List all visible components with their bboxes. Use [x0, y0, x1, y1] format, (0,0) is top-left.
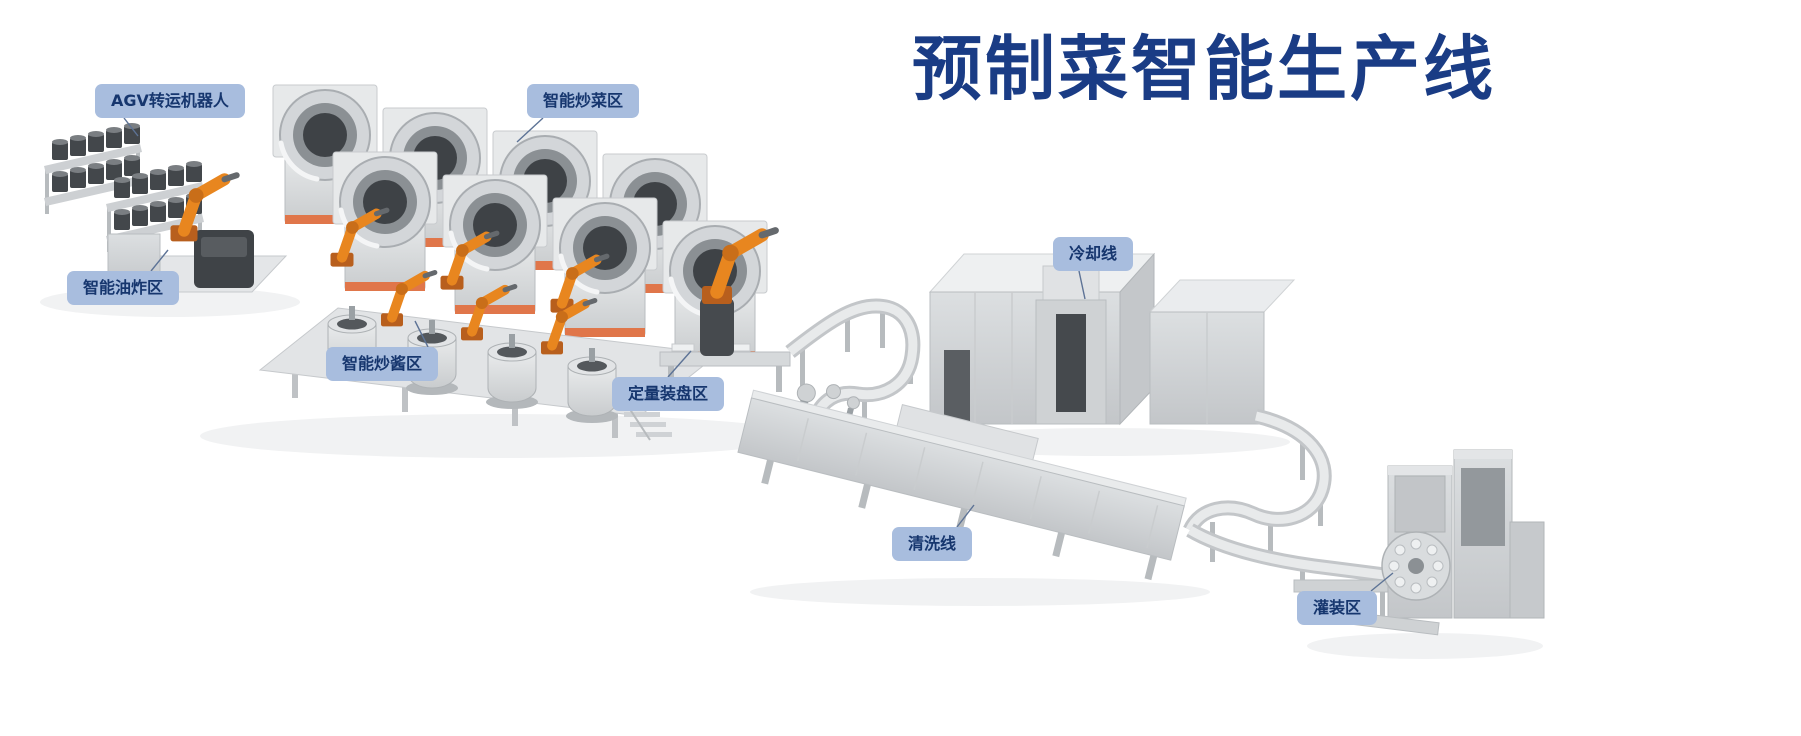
label-filling-area: 灌装区	[1297, 591, 1378, 625]
label-sauce-area: 智能炒酱区	[326, 347, 439, 381]
label-leader-lines	[123, 117, 1394, 592]
label-cooling-line: 冷却线	[1053, 237, 1134, 271]
filling-area-illustration	[1293, 449, 1545, 636]
label-frying-area: 智能油炸区	[67, 271, 180, 305]
label-stir-fry-area: 智能炒菜区	[527, 84, 640, 118]
label-plating-area: 定量装盘区	[612, 377, 725, 411]
cleaning-area-illustration	[737, 383, 1187, 581]
label-cleaning-line: 清洗线	[892, 527, 973, 561]
page-title: 预制菜智能生产线	[912, 28, 1496, 110]
label-agv-transfer-robot: AGV转运机器人	[95, 84, 245, 118]
output-conveyor-illustration	[1183, 408, 1393, 604]
agv-robot-area-illustration	[44, 123, 288, 293]
cooling-area-illustration	[928, 252, 1296, 426]
transfer-conveyor-illustration	[785, 298, 921, 432]
